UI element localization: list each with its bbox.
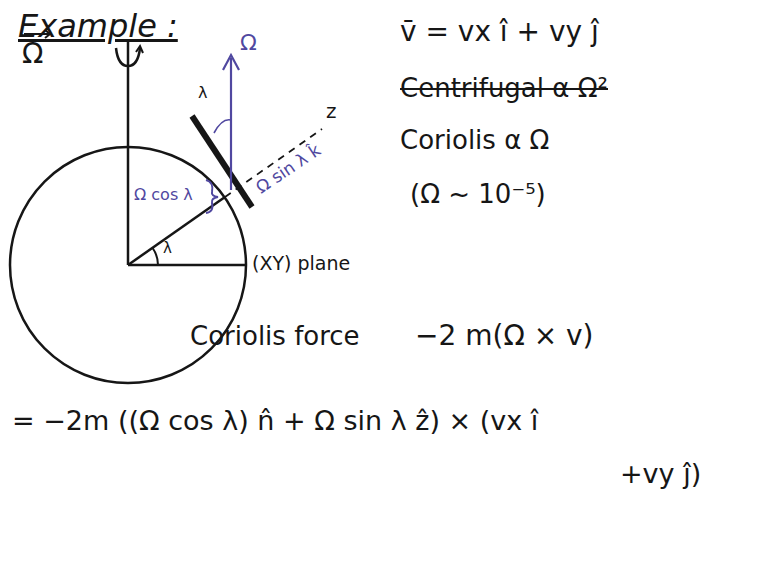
formula-name: Coriolis force (190, 322, 360, 352)
magnitude-note: (Ω ~ 10⁻⁵) (410, 180, 546, 210)
angle-label: λ (163, 240, 172, 257)
axis-symbol: Ω (22, 38, 43, 70)
angle-label: λ (198, 84, 207, 102)
plane-label: (XY) plane (252, 253, 350, 275)
component-label: Ω cos λ (134, 186, 193, 204)
equation: = −2m ((Ω cos λ) n̂ + Ω sin λ ẑ) × (vx î (12, 405, 538, 436)
proportionality-note: Coriolis α Ω (400, 126, 549, 156)
axis-label: z (326, 100, 337, 123)
component-label: Ω sin λ k̂ (253, 141, 325, 198)
equation: +vy ĵ) (620, 458, 701, 489)
struck-note: Centrifugal α Ω² (400, 74, 608, 104)
omega-vector-label: Ω (240, 30, 257, 55)
equation: −2 m(Ω × v) (415, 320, 594, 352)
equation: v̄ = vx î + vy ĵ (400, 16, 599, 48)
